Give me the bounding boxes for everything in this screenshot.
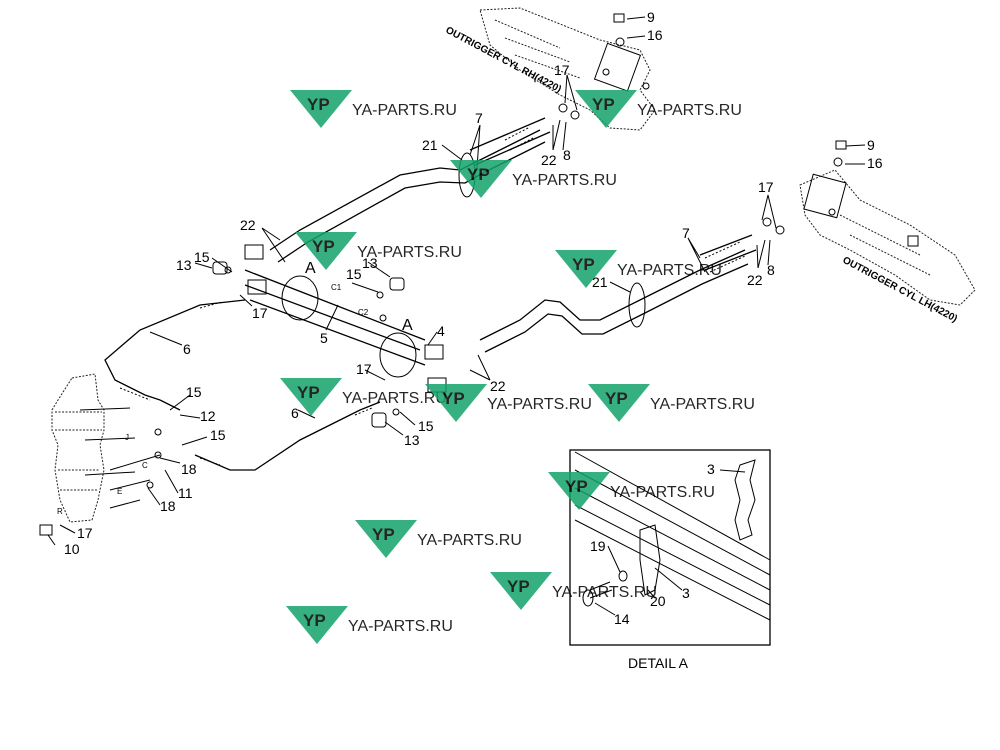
port-letters: J C E R C1 C2 [57, 283, 369, 516]
callout-10: 10 [64, 541, 80, 557]
detail-callout-19: 19 [590, 538, 606, 554]
watermark-logo-text: YP [467, 165, 490, 184]
watermark-text: YA-PARTS.RU [342, 390, 447, 407]
callout-18-upper: 18 [181, 461, 197, 477]
port-letter-e: E [117, 487, 122, 496]
watermark-text: YA-PARTS.RU [637, 102, 742, 119]
hose-braided-sections [119, 126, 746, 466]
watermark-logo-text: YP [297, 383, 320, 402]
watermark-logo-text: YP [312, 237, 335, 256]
outrigger-lh-label: OUTRIGGER CYL LH(4220) [841, 255, 959, 325]
port-letter-c2: C2 [358, 308, 369, 317]
callout-7-right: 7 [682, 225, 690, 241]
port-letter-j: J [125, 433, 129, 442]
callout-9-right: 9 [867, 137, 875, 153]
callout-16-top: 16 [647, 27, 663, 43]
watermark-logo-text: YP [307, 95, 330, 114]
watermark-logo: YP YA-PARTS.RU [425, 384, 592, 422]
watermark-logo-text: YP [507, 577, 530, 596]
watermark-logo: YP YA-PARTS.RU [490, 572, 657, 610]
detail-callout-3-bottom: 3 [682, 585, 690, 601]
callout-17-right: 17 [758, 179, 774, 195]
watermark-text: YA-PARTS.RU [487, 396, 592, 413]
swivel-joint-cylinder [51, 373, 136, 523]
watermark-logo: YP YA-PARTS.RU [355, 520, 522, 558]
callout-6-upper: 6 [183, 341, 191, 357]
callout-15-swivel: 15 [210, 427, 226, 443]
callout-21-right: 21 [592, 274, 608, 290]
callout-numbers: 9 16 17 7 21 22 8 9 16 17 7 21 22 8 22 1… [64, 9, 883, 627]
watermark-logo: YP YA-PARTS.RU [295, 232, 462, 270]
callout-8-top: 8 [563, 147, 571, 163]
callout-15-mid: 15 [346, 266, 362, 282]
callout-11: 11 [178, 485, 193, 501]
callout-17-left: 17 [252, 305, 268, 321]
callout-8-right: 8 [767, 262, 775, 278]
callout-13-lower: 13 [404, 432, 420, 448]
detail-callout-14: 14 [614, 611, 630, 627]
outrigger-rh-label: OUTRIGGER CYL RH(4220) [444, 25, 563, 95]
watermark-text: YA-PARTS.RU [650, 396, 755, 413]
port-letter-r: R [57, 507, 63, 516]
watermark-logo: YP YA-PARTS.RU [286, 606, 453, 644]
section-a-label-right: A [402, 317, 413, 334]
watermark-logo-text: YP [565, 477, 588, 496]
watermark-logo: YP YA-PARTS.RU [548, 472, 715, 510]
callout-22-left: 22 [240, 217, 256, 233]
watermark-text: YA-PARTS.RU [417, 532, 522, 549]
detail-a-panel [569, 449, 771, 646]
callout-18-lower: 18 [160, 498, 176, 514]
detail-callout-3-top: 3 [707, 461, 715, 477]
port-letter-c: C [142, 461, 148, 470]
callout-13-left: 13 [176, 257, 192, 273]
watermark-logo-text: YP [372, 525, 395, 544]
watermark-logo-text: YP [303, 611, 326, 630]
callout-12: 12 [200, 408, 216, 424]
callout-13-mid: 13 [362, 255, 378, 271]
callout-21-top: 21 [422, 137, 438, 153]
watermark-text: YA-PARTS.RU [348, 618, 453, 635]
watermark-logo: YP YA-PARTS.RU [290, 90, 457, 128]
section-a-label-left: A [305, 260, 316, 277]
callout-6-lower: 6 [291, 405, 299, 421]
callout-5: 5 [320, 330, 328, 346]
callout-17-swivel: 17 [77, 525, 93, 541]
callout-22-mid: 22 [490, 378, 506, 394]
outrigger-cylinder-lh [799, 169, 976, 306]
callout-17-mid: 17 [356, 361, 372, 377]
detail-a-title: DETAIL A [628, 655, 689, 671]
port-letter-c1: C1 [331, 283, 342, 292]
watermark-logo-text: YP [572, 255, 595, 274]
watermark-logo: YP YA-PARTS.RU [450, 160, 617, 198]
watermark-text: YA-PARTS.RU [512, 172, 617, 189]
callout-15-left: 15 [194, 249, 210, 265]
detail-callout-20: 20 [650, 593, 666, 609]
outrigger-cylinder-rh [479, 7, 656, 131]
watermark-logo-text: YP [592, 95, 615, 114]
watermark-text: YA-PARTS.RU [357, 244, 462, 261]
watermark-logo-text: YP [605, 389, 628, 408]
watermark-logo: YP YA-PARTS.RU [280, 378, 447, 416]
watermark-text: YA-PARTS.RU [352, 102, 457, 119]
callout-16-right: 16 [867, 155, 883, 171]
watermark-logo-text: YP [442, 389, 465, 408]
callout-15-lower: 15 [418, 418, 434, 434]
callout-15-swivel-top: 15 [186, 384, 202, 400]
callout-7-top: 7 [475, 110, 483, 126]
callout-9-top: 9 [647, 9, 655, 25]
callout-4: 4 [437, 323, 445, 339]
watermark-logo: YP YA-PARTS.RU [588, 384, 755, 422]
callout-22-right: 22 [747, 272, 763, 288]
watermark-text: YA-PARTS.RU [617, 262, 722, 279]
watermark-logo: YP YA-PARTS.RU [555, 250, 722, 288]
watermark-logo: YP YA-PARTS.RU [575, 90, 742, 128]
watermark-text: YA-PARTS.RU [610, 484, 715, 501]
watermark-text: YA-PARTS.RU [552, 584, 657, 601]
callout-22-top: 22 [541, 152, 557, 168]
callout-17-top: 17 [554, 62, 570, 78]
